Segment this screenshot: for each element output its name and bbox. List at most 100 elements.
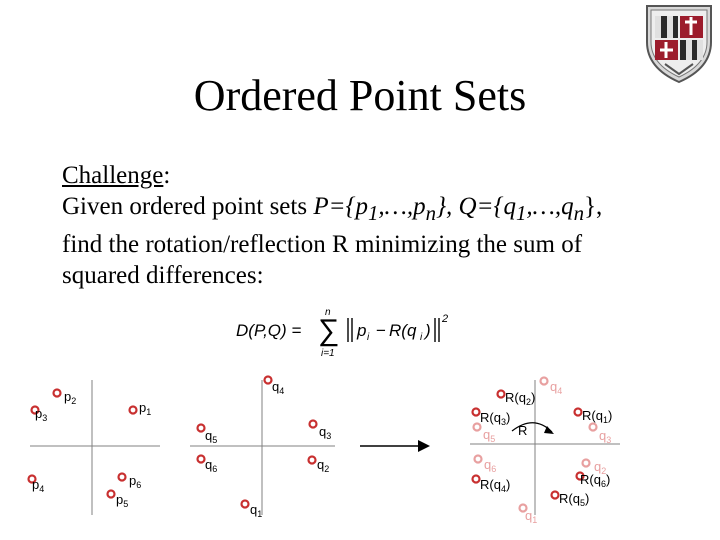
r-point-label: R(q3) (480, 410, 510, 427)
q-point-marker (307, 455, 317, 465)
line1-qn-sub: n (573, 201, 585, 225)
q-point-label: q6 (205, 457, 217, 474)
challenge-line-1: Given ordered point sets P={p1,…,pn}, Q=… (62, 191, 702, 229)
line1-end: }, (584, 193, 603, 220)
arrow-head (418, 440, 430, 452)
p-point-marker (27, 474, 37, 484)
q-point-marker (240, 499, 250, 509)
faded-q-point-2: q2 (581, 458, 606, 476)
p-point-marker (128, 405, 138, 415)
faded-q-point-marker (473, 454, 483, 464)
r-point-4: R(q4) (471, 474, 510, 494)
r-point-marker (575, 471, 585, 481)
term-p-sub: i (367, 332, 370, 343)
p-point-label: p3 (35, 406, 47, 423)
faded-q-point-label: q5 (483, 427, 495, 444)
challenge-colon: : (163, 162, 171, 189)
p-point-label: p1 (139, 400, 151, 417)
p-point-marker (52, 388, 62, 398)
q-point-2: q2 (307, 455, 329, 474)
term-q-sub: i (420, 332, 423, 343)
faded-q-point-label: q1 (525, 508, 537, 525)
r-point-marker (496, 389, 506, 399)
equation-lhs: D(P,Q) = (236, 321, 301, 340)
p-point-2: p2 (52, 388, 76, 406)
q-point-5: q5 (196, 423, 217, 445)
q-point-marker (308, 419, 318, 429)
line1-mid2: }, Q={q (436, 193, 516, 220)
point-sets-diagram: R p1p2p3p4p5p6q1q2q3q4q5q6q1q2q3q4q5q6R(… (27, 375, 620, 525)
line1-mid1: ,…,p (378, 193, 426, 220)
q-point-1: q1 (240, 499, 262, 519)
p-point-label: p5 (116, 492, 128, 509)
q-point-marker (196, 423, 206, 433)
r-point-2: R(q2) (496, 389, 535, 407)
q-point-6: q6 (196, 454, 217, 474)
faded-q-point-label: q2 (594, 459, 606, 476)
faded-q-point-label: q6 (484, 457, 496, 474)
challenge-line-3: squared differences: (62, 262, 264, 289)
challenge-line-2: find the rotation/reflection R minimizin… (62, 231, 583, 258)
p-point-label: p6 (129, 473, 141, 490)
sum-sign: ∑ (318, 314, 339, 347)
slide-title: Ordered Point Sets (193, 71, 527, 120)
r-point-5: R(q5) (550, 490, 589, 508)
faded-q-point-label: q4 (550, 379, 562, 396)
r-set-panel: R (470, 380, 620, 515)
p-point-marker (30, 405, 40, 415)
faded-q-point-1: q1 (518, 503, 537, 525)
p-point-4: p4 (27, 474, 44, 494)
faded-q-point-label: q3 (599, 428, 611, 445)
r-point-1: R(q1) (573, 407, 612, 425)
line1-p-set: P={p (313, 193, 368, 220)
exponent: 2 (441, 313, 448, 325)
q-point-3: q3 (308, 419, 331, 441)
faded-q-point-marker (539, 376, 549, 386)
faded-q-point-marker (581, 458, 591, 468)
challenge-label: Challenge (62, 162, 164, 189)
q-point-marker (196, 454, 206, 464)
transform-arrow (360, 440, 430, 452)
p-set-panel (30, 380, 160, 515)
faded-q-point-6: q6 (473, 454, 496, 474)
challenge-heading: Challenge: (62, 160, 702, 191)
q-point-label: q5 (205, 428, 217, 445)
q-point-label: q3 (319, 424, 331, 441)
r-point-label: R(q2) (505, 390, 535, 407)
p-point-1: p1 (128, 400, 151, 417)
q-point-label: q4 (272, 379, 284, 396)
line1-p1-sub: 1 (367, 201, 379, 225)
challenge-text: Challenge: Given ordered point sets P={p… (62, 160, 702, 291)
sum-upper-limit: n (325, 307, 331, 318)
rotation-label: R (518, 423, 527, 438)
p-point-6: p6 (117, 472, 141, 490)
p-point-3: p3 (30, 405, 47, 423)
p-point-marker (106, 489, 116, 499)
term-minus: − (376, 321, 386, 340)
sum-lower-limit: i=1 (321, 348, 335, 358)
q-set-panel (190, 380, 335, 515)
line1-q1-sub: 1 (515, 201, 527, 225)
faded-q-point-3: q3 (588, 422, 611, 445)
r-point-label: R(q5) (559, 491, 589, 508)
line1-prefix: Given ordered point sets (62, 193, 314, 220)
r-point-label: R(q4) (480, 477, 510, 494)
p-point-marker (117, 472, 127, 482)
q-point-4: q4 (263, 375, 284, 396)
q-point-label: q1 (250, 502, 262, 519)
faded-q-point-marker (472, 422, 482, 432)
r-point-label: R(q1) (582, 408, 612, 425)
q-point-label: q2 (317, 457, 329, 474)
line1-pn-sub: n (425, 201, 437, 225)
faded-q-point-5: q5 (472, 422, 495, 444)
r-point-marker (471, 407, 481, 417)
r-point-3: R(q3) (471, 407, 510, 427)
r-point-6: R(q6) (575, 471, 610, 489)
sum-of-squares-equation: D(P,Q) = n ∑ i=1 p i − R(q i ) 2 (236, 307, 448, 358)
p-point-label: p4 (32, 477, 44, 494)
r-point-marker (471, 474, 481, 484)
r-point-label: R(q6) (580, 472, 610, 489)
university-seal-logo (646, 5, 712, 84)
term-r: R(q (389, 321, 417, 340)
